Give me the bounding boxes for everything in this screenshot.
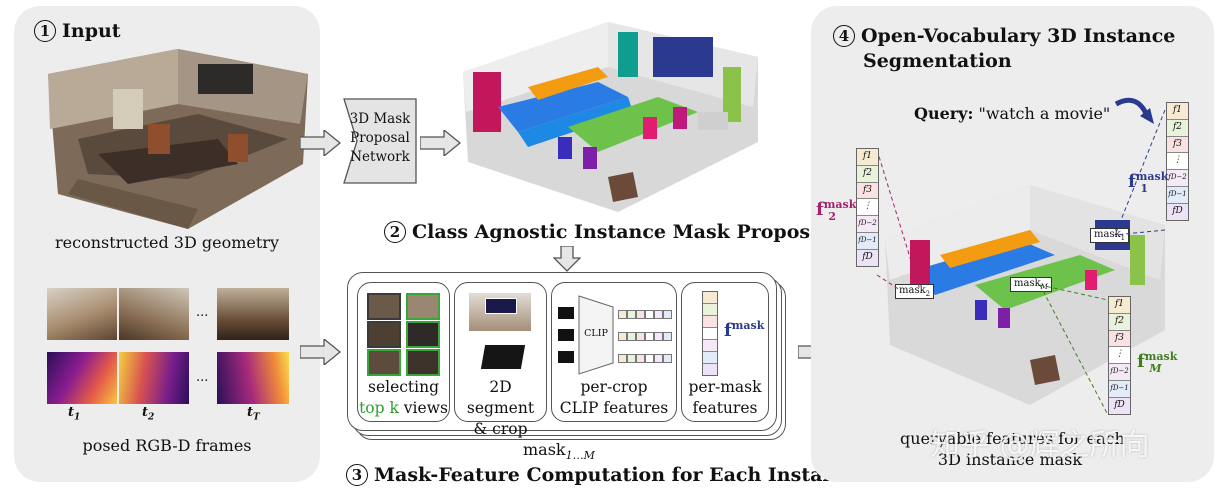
depth-frame-2 [119,352,189,404]
query-arrow-icon [1114,97,1154,124]
arrow-frames-to-pipeline [300,339,342,365]
feature-vector-fM: f1 f2 f3 ⋮ fD−2 fD−1 fD [1108,296,1131,415]
crop-image [480,345,526,369]
card-select-views-caption: selecting top k views [359,378,448,417]
clip-vector-3 [618,354,672,363]
feature-connectors [876,109,1166,416]
clip-encoder [578,295,614,375]
time-label-1: t1 [68,405,81,423]
view-thumb-3 [367,321,401,348]
segment-highlight [485,298,517,314]
view-thumb-5 [367,349,401,376]
rgb-frame-2 [119,288,189,340]
view-thumb-2 [406,293,440,320]
crop-thumb-2 [558,329,574,341]
view-thumb-6 [406,349,440,376]
fM-tag: fmaskM [1137,350,1178,375]
arrow-down-to-pipeline [553,246,581,272]
clip-vector-2 [618,332,672,341]
view-thumb-1 [367,293,401,320]
mask-label-1: mask1 [1090,228,1130,243]
mask-label-2: mask2 [895,284,935,299]
ellipsis-depth: ... [196,370,209,385]
view-thumb-4 [406,321,440,348]
frames-caption: posed RGB-D frames [82,436,252,455]
time-label-2: t2 [142,405,155,423]
arrow-network-to-proposals [420,130,462,156]
feature-vector-f2: f1 f2 f3 ⋮ fD−2 fD−1 fD [856,148,879,267]
mask-proposals-scene [463,22,758,212]
rgb-frame-3 [217,288,289,340]
reconstructed-geometry-image [48,49,308,229]
crop-thumb-1 [558,307,574,319]
mask-range-label: mask1…M [523,440,595,463]
watermark-text: 知乎 @辉之所向 [930,428,1150,463]
card-segment-crop-caption: 2D segment& crop [466,378,535,438]
card-segment-crop: 2D segment& crop [454,282,547,438]
fmask-symbol: fmask [724,319,765,341]
arrow-geometry-to-network [300,130,342,156]
mask-feature-vector [702,291,718,376]
time-label-T: tT [247,405,260,423]
depth-frame-1 [47,352,117,404]
network-block [343,98,417,184]
crop-thumb-3 [558,351,574,363]
ellipsis-rgb: ... [196,305,209,320]
depth-frame-3 [217,352,289,404]
feature-vector-f1: f1 f2 f3 ⋮ fD−2 fD−1 fD [1166,102,1189,221]
query-text: Query: "watch a movie" [914,104,1111,123]
clip-label: CLIP [584,328,608,339]
clip-vector-1 [618,310,672,319]
f1-tag: fmask1 [1128,170,1169,195]
rgb-frame-1 [47,288,117,340]
card-select-views: selecting top k views [357,282,450,422]
geometry-caption: reconstructed 3D geometry [55,233,279,252]
f2-tag: fmask2 [816,198,857,223]
